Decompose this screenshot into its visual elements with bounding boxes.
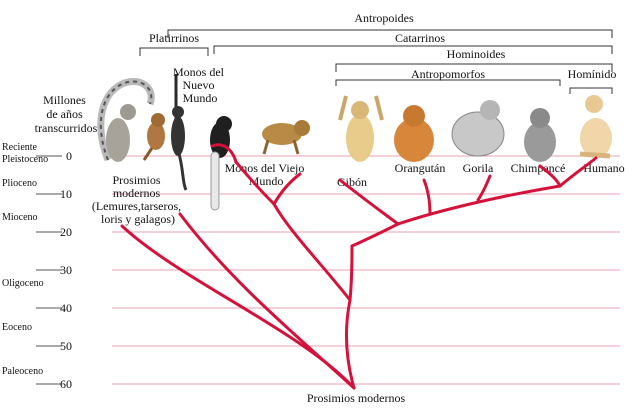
branch-orangutan [422,178,432,216]
epoch-eoceno: Eoceno [2,322,32,333]
taxon-prosimios: Prosimios modernos (Lemures,tarseros, lo… [92,173,184,226]
branch-gorila [476,174,492,202]
brace-hominido [569,87,613,94]
epoch-pleistoceno: Pleistoceno [2,154,48,165]
group-braces: Antropoides Platirrinos Catarrinos Homin… [139,11,617,94]
taxon-humano: Humano [583,161,624,175]
epoch-reciente: Reciente [2,142,38,153]
tick-label-50: 50 [60,339,72,353]
epoch-oligoceno: Oligoceno [2,278,44,289]
taxon-gorila: Gorila [463,161,494,175]
group-antropoides: Antropoides [354,11,414,25]
chimpanzee-icon [524,108,556,162]
brace-antropoides [167,29,613,38]
group-platirrinos: Platirrinos [149,31,199,45]
gibbon-icon [338,95,384,162]
taxon-root: Prosimios modernos [307,391,406,405]
branch-monos-viejo-b [272,172,302,206]
axis-title: Millones de años transcurridos [35,93,98,135]
orangutan-icon [394,105,434,162]
branch-chimpance [538,164,562,188]
lemur-icon [97,78,155,162]
epoch-mioceno: Mioceno [2,212,38,223]
group-catarrinos: Catarrinos [395,31,445,45]
tick-labels: 0 10 20 30 40 50 60 [60,149,72,391]
tick-label-0: 0 [66,149,72,163]
branch-platirrinos [178,212,356,390]
tick-label-30: 30 [60,263,72,277]
taxon-chimpance: Chimpancé [511,161,566,175]
time-grid [112,155,620,385]
branch-trunk-upper [348,244,354,302]
tick-label-10: 10 [60,187,72,201]
group-hominido: Homínido [568,67,617,81]
branch-great-apes [396,184,562,226]
brace-hominoides [335,63,613,72]
brace-catarrinos [213,45,613,54]
epoch-labels: Reciente Pleistoceno Plioceno Mioceno Ol… [2,142,48,377]
taxon-monos-nuevo-mundo: Monos del Nuevo Mundo [173,65,227,105]
gorilla-icon [451,100,505,157]
axis-ticks [36,155,62,385]
taxon-orangutan: Orangután [395,161,446,175]
brace-platirrinos [139,47,209,56]
colobus-icon [210,116,232,211]
branch-trunk-lower [345,298,356,390]
tick-label-40: 40 [60,301,72,315]
group-hominoides: Hominoides [447,47,506,61]
branch-monos-viejo-a [234,160,276,206]
phylogeny-branches [120,143,598,390]
tick-label-20: 20 [60,225,72,239]
epoch-plioceno: Plioceno [2,178,37,189]
macaque-icon [262,120,310,155]
epoch-paleoceno: Paleoceno [2,366,43,377]
branch-to-monos-viejo [272,202,352,302]
branch-humano [558,156,598,188]
human-icon [579,95,612,159]
animal-illustrations [97,74,612,211]
spider-monkey-icon [171,74,188,191]
group-antropomorfos: Antropomorfos [411,67,485,81]
brace-antropomorfos [335,79,561,86]
taxon-gibon: Gibón [337,175,367,189]
branch-hominoides [350,222,400,248]
tick-label-60: 60 [60,377,72,391]
branch-gibon [338,178,400,226]
branch-prosimios [120,224,356,390]
tarsier-icon [142,113,165,161]
branch-monos-viejo-colobo [210,143,238,164]
